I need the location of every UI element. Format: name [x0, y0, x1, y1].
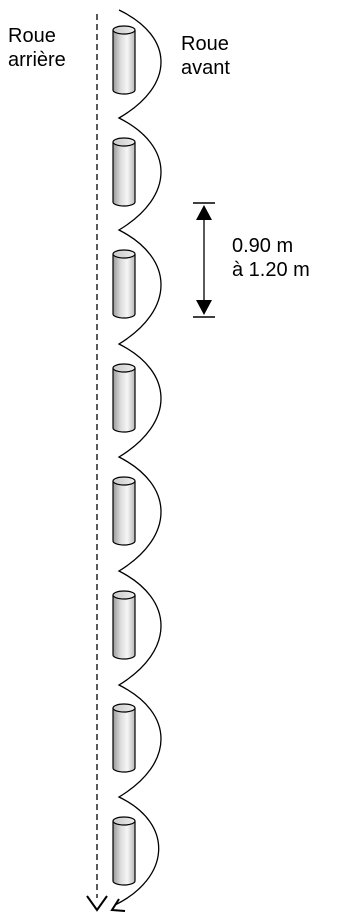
cones — [112, 25, 136, 886]
cone-body — [112, 254, 136, 319]
cone — [112, 249, 136, 319]
cone-body — [112, 595, 136, 660]
cone-top — [112, 590, 136, 600]
cone — [112, 476, 136, 546]
cone-body — [112, 821, 136, 886]
cone-body — [112, 368, 136, 433]
cone-top — [112, 25, 136, 35]
cone-body — [112, 481, 136, 546]
cone — [112, 703, 136, 773]
cone-body — [112, 708, 136, 773]
rear-wheel-arrowhead — [86, 895, 108, 912]
cone — [112, 590, 136, 660]
cone — [112, 816, 136, 886]
front-wheel-path — [114, 9, 162, 906]
cone-top — [112, 816, 136, 826]
cone-top — [112, 476, 136, 486]
spacing-arrowhead-down — [196, 300, 212, 315]
cone — [112, 363, 136, 433]
cone-body — [112, 142, 136, 207]
cone-top — [112, 363, 136, 373]
cone-top — [112, 703, 136, 713]
cone — [112, 137, 136, 207]
front-wheel-label: Roue avant — [181, 33, 234, 79]
spacing-arrowhead-up — [196, 205, 212, 220]
spacing-dimension — [193, 202, 215, 318]
cone — [112, 25, 136, 95]
cone-top — [112, 137, 136, 147]
spacing-label: 0.90 m à 1.20 m — [232, 235, 310, 281]
cone-top — [112, 249, 136, 259]
front-wheel-arrowhead — [110, 898, 126, 912]
rear-wheel-label: Roue arrière — [8, 25, 66, 71]
cone-body — [112, 30, 136, 95]
